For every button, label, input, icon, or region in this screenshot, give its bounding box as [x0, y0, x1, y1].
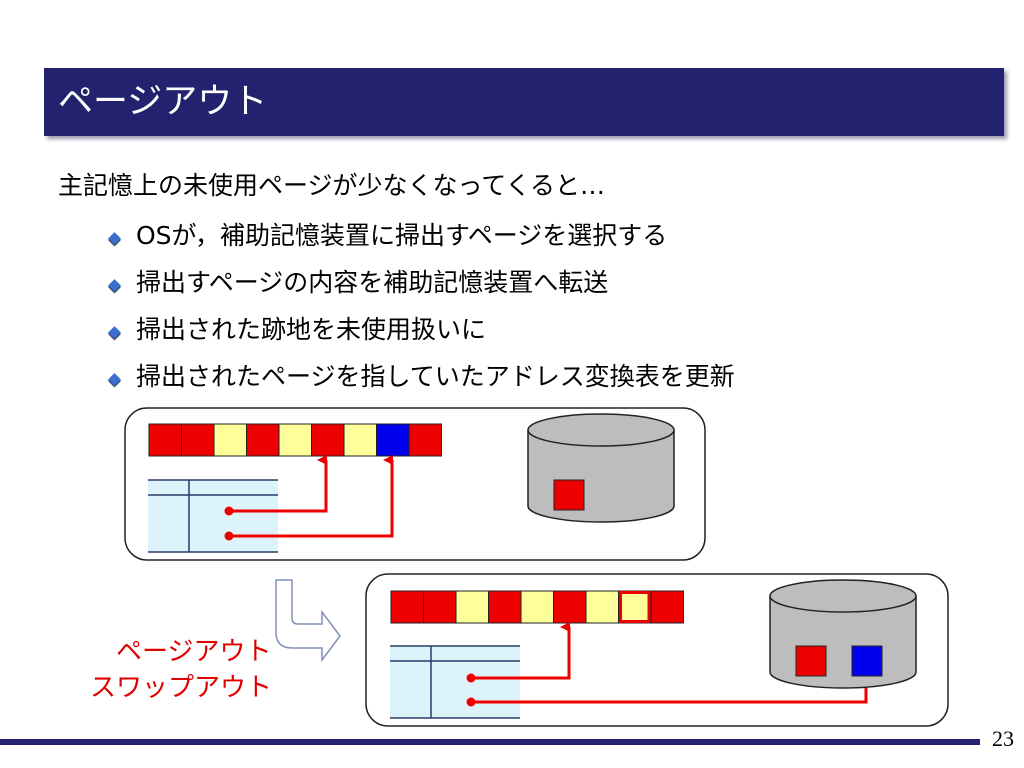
memory-page-free [455, 590, 489, 624]
slide-title: ページアウト [58, 82, 268, 122]
bullet-text: 掃出された跡地を未使用扱いに [136, 315, 487, 344]
page-number: 23 [992, 726, 1014, 751]
memory-page-used [181, 423, 215, 457]
memory-page-free [278, 423, 312, 457]
after-memory-pages [390, 590, 684, 624]
memory-page-used [246, 423, 280, 457]
lead-text: 主記憶上の未使用ページが少なくなってくると… [58, 171, 606, 200]
before-pointer-arrow-2 [229, 455, 394, 538]
transition-arrow-icon [275, 579, 341, 663]
before-address-table [148, 480, 278, 552]
title-bar: ページアウト [44, 68, 1004, 136]
footer-rule [0, 739, 980, 745]
memory-page-used [650, 590, 684, 624]
memory-page-used [423, 590, 457, 624]
memory-page-free [520, 590, 554, 624]
memory-page-free [213, 423, 247, 457]
memory-page-selected [376, 423, 410, 457]
swapout-label: スワップアウト [90, 673, 273, 703]
before-disk-icon [527, 413, 675, 523]
before-disk-page [553, 479, 585, 511]
memory-page-free [343, 423, 377, 457]
after-table-lines [390, 645, 520, 719]
memory-page-freed-outline [618, 590, 652, 624]
before-memory-pages [148, 423, 442, 457]
bullet-text: OSが，補助記憶装置に掃出すページを選択する [136, 221, 668, 250]
memory-page-used [488, 590, 522, 624]
memory-page-free [585, 590, 619, 624]
memory-page-used [148, 423, 182, 457]
freed-page-outline [619, 591, 651, 623]
before-table-lines [148, 479, 278, 553]
pageout-label: ページアウト [116, 637, 272, 667]
after-disk-icon [769, 579, 917, 689]
memory-page-used [408, 423, 442, 457]
before-pointer-arrow-1 [229, 455, 328, 513]
after-pointer-arrow-1 [471, 622, 571, 680]
bullet-text: 掃出すページの内容を補助記憶装置へ転送 [136, 268, 609, 297]
after-address-table [390, 646, 520, 718]
bullet-text: 掃出されたページを指していたアドレス変換表を更新 [136, 362, 735, 391]
memory-page-used [553, 590, 587, 624]
memory-page-used [311, 423, 345, 457]
memory-page-used [390, 590, 424, 624]
after-disk-page-used [795, 645, 827, 677]
after-disk-page-swapped [851, 645, 883, 677]
